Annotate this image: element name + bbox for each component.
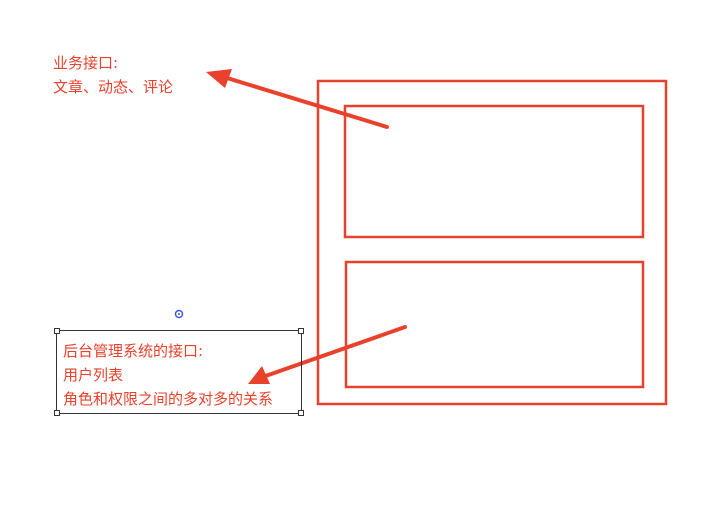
business-api-title: 业务接口: (53, 54, 119, 72)
resize-handle-bottom-right[interactable] (298, 410, 304, 416)
rotate-handle-icon[interactable] (174, 309, 184, 319)
outer-frame[interactable] (316, 79, 668, 406)
selected-text-box[interactable] (54, 328, 304, 416)
resize-handle-top-right[interactable] (298, 328, 304, 334)
business-api-items: 文章、动态、评论 (53, 78, 174, 96)
top-panel[interactable] (343, 104, 645, 239)
admin-api-note[interactable]: 后台管理系统的接口: 用户列表 角色和权限之间的多对多的关系 (63, 339, 273, 411)
bottom-panel[interactable] (344, 260, 645, 389)
resize-handle-bottom-left[interactable] (54, 410, 60, 416)
arrowhead-business (206, 69, 232, 88)
business-api-note[interactable]: 业务接口: 文章、动态、评论 (53, 51, 173, 99)
arrowhead-admin (248, 366, 270, 384)
arrow-to-business-note[interactable] (212, 72, 389, 129)
admin-api-title: 后台管理系统的接口: (63, 342, 204, 360)
admin-api-role-permission: 角色和权限之间的多对多的关系 (63, 390, 274, 408)
admin-api-user-list: 用户列表 (63, 366, 124, 384)
resize-handle-top-left[interactable] (54, 328, 60, 334)
arrow-to-admin-note[interactable] (255, 325, 407, 381)
